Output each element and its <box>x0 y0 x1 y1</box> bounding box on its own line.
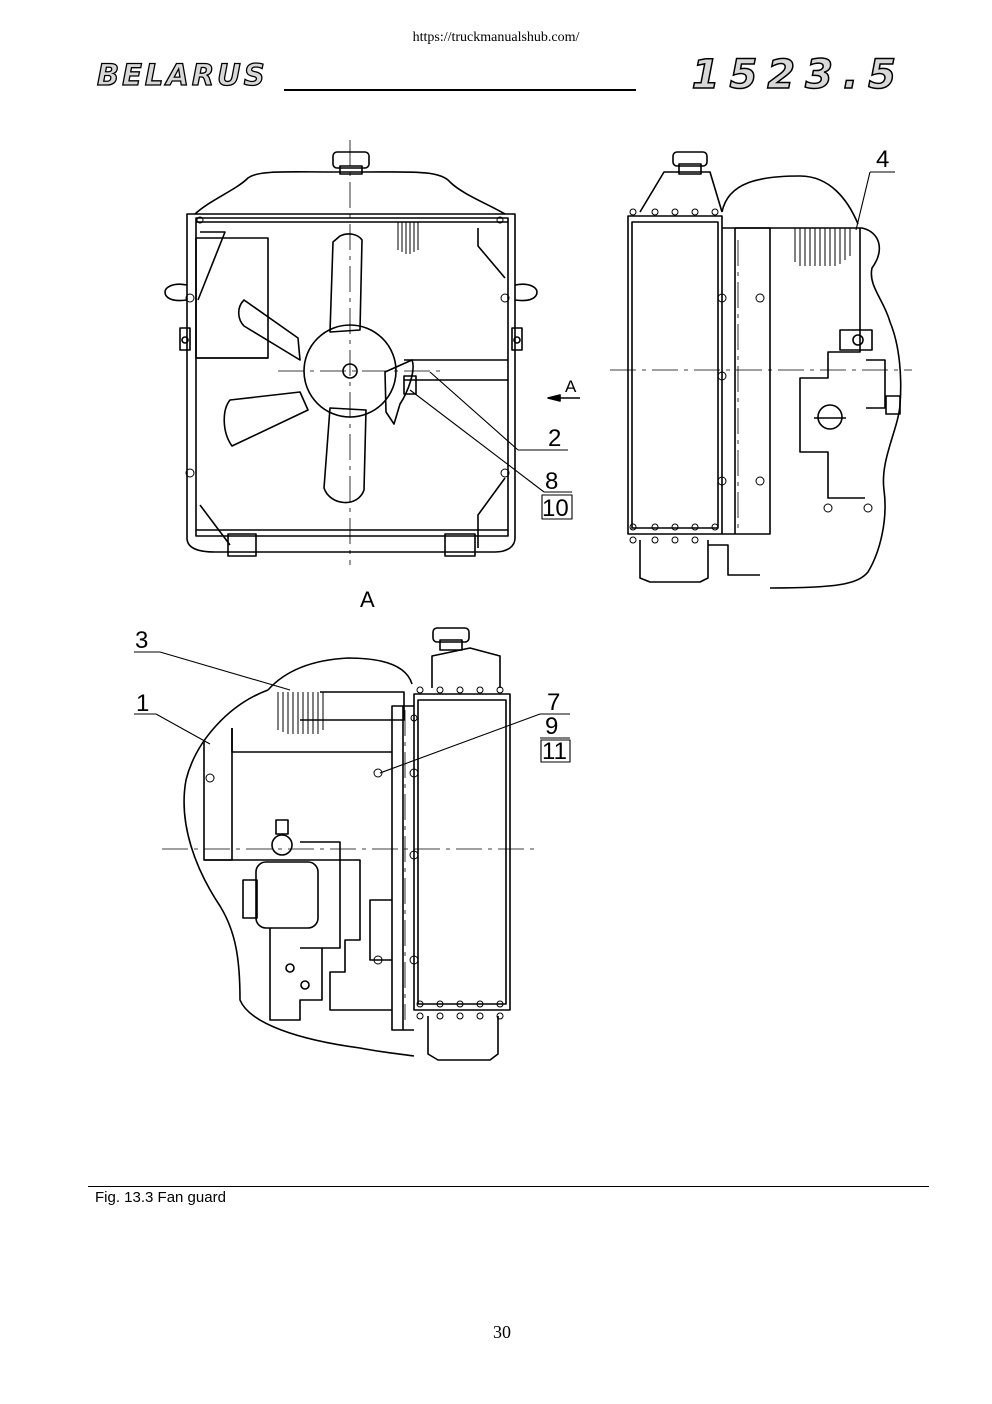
header-rule <box>284 89 636 91</box>
model-number: 1523.5 <box>691 51 906 99</box>
callout-7: 7 <box>547 689 560 716</box>
callout-3: 3 <box>135 627 148 654</box>
caption-rule <box>88 1186 929 1187</box>
page-number: 30 <box>493 1322 511 1342</box>
callout-2: 2 <box>548 425 561 452</box>
view-a-label: A <box>360 587 375 612</box>
callout-8: 8 <box>545 468 558 495</box>
source-url: https://truckmanualshub.com/ <box>412 30 580 45</box>
callout-4: 4 <box>876 146 889 173</box>
callout-9: 9 <box>545 713 558 740</box>
view-a <box>134 627 571 1061</box>
side-view <box>610 151 912 589</box>
front-view <box>164 140 580 565</box>
callout-11: 11 <box>542 738 567 765</box>
section-arrow-letter: A <box>565 377 577 396</box>
brand-logo: BELARUS <box>96 57 268 92</box>
figure-caption: Fig. 13.3 Fan guard <box>95 1189 226 1206</box>
callout-10: 10 <box>542 495 569 522</box>
callout-1: 1 <box>136 690 149 717</box>
